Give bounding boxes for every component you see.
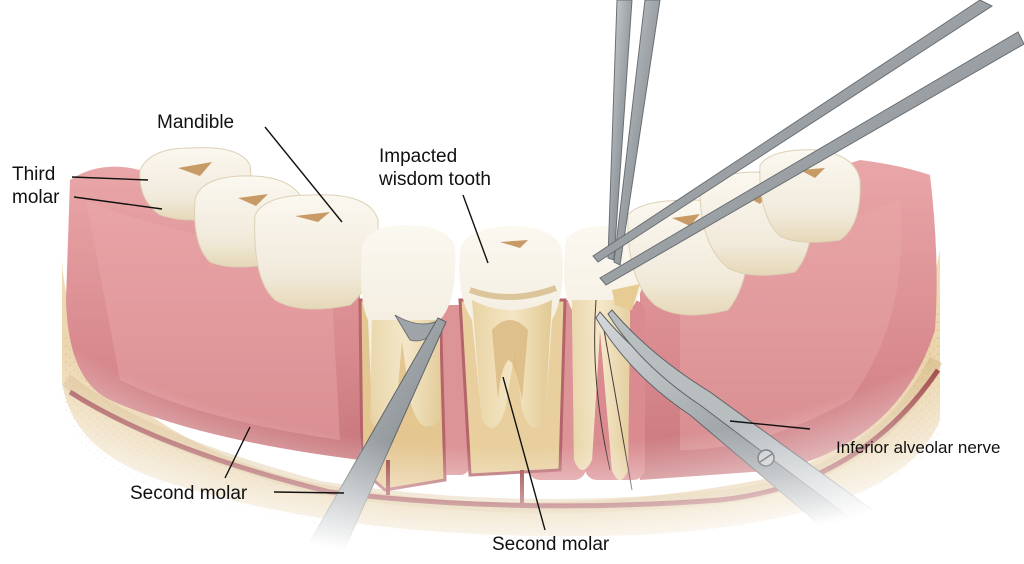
label-second-molar-bottom: Second molar [492,534,610,555]
leader-lines [71,126,811,531]
label-impacted-line1: Impacted [379,146,458,167]
label-mandible: Mandible [157,112,235,133]
label-third-molar-line2: molar [12,187,60,208]
label-impacted-line2: wisdom tooth [379,169,491,190]
label-inferior-alveolar-nerve: Inferior alveolar nerve [836,438,1001,457]
leader-second-molar-left-up [224,426,251,479]
leader-third-molar-2 [73,196,163,210]
leader-third-molar-1 [71,176,149,181]
label-second-molar-left: Second molar [130,483,248,504]
leader-mandible [264,126,343,223]
leader-nerve [729,420,811,430]
leader-second-molar-bottom [502,376,546,531]
label-third-molar-line1: Third [12,164,56,185]
leader-impacted [462,194,489,264]
leader-second-molar-left [273,491,345,494]
